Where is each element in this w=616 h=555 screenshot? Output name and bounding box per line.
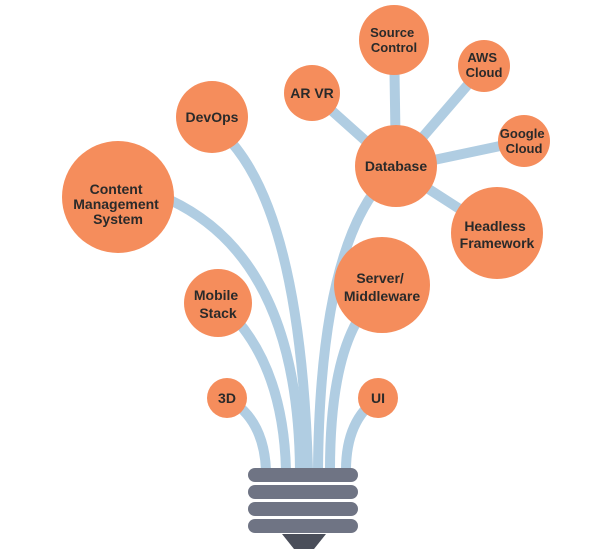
node-google-cloud-line2: Cloud bbox=[506, 141, 543, 156]
node-aws-cloud-line2: Cloud bbox=[466, 65, 503, 80]
node-google-cloud-circle bbox=[498, 115, 550, 167]
node-ar-vr-line1: AR VR bbox=[290, 85, 334, 101]
node-database: Database bbox=[355, 125, 437, 207]
node-source-control: Source Control bbox=[359, 5, 429, 75]
bulb-ring-1 bbox=[248, 468, 358, 482]
bulb-ring-2 bbox=[248, 485, 358, 499]
node-headless-label: Headless Framework bbox=[460, 218, 535, 251]
node-google-cloud-label: Google Cloud bbox=[500, 126, 548, 156]
node-cms-circle bbox=[62, 141, 174, 253]
node-ui: UI bbox=[358, 378, 398, 418]
node-ar-vr-circle bbox=[284, 65, 340, 121]
stem-cms bbox=[165, 195, 305, 475]
node-source-control-line1: Source bbox=[370, 25, 414, 40]
node-google-cloud-line1: Google bbox=[500, 126, 545, 141]
node-aws-cloud-label: AWS Cloud bbox=[466, 50, 503, 80]
node-devops: DevOps bbox=[176, 81, 248, 153]
node-headless: Headless Framework bbox=[451, 187, 543, 279]
bulb-ring-3 bbox=[248, 502, 358, 516]
node-headless-circle bbox=[451, 187, 543, 279]
bulb-ring-4 bbox=[248, 519, 358, 533]
bulb-base bbox=[248, 468, 358, 549]
node-aws-cloud-line1: AWS bbox=[467, 50, 497, 65]
node-devops-circle bbox=[176, 81, 248, 153]
node-database-label: Database bbox=[365, 158, 427, 174]
node-ui-label: UI bbox=[371, 390, 385, 406]
node-ui-line1: UI bbox=[371, 390, 385, 406]
node-server: Server/ Middleware bbox=[334, 237, 430, 333]
node-cms-label: Content Management System bbox=[73, 181, 162, 227]
node-source-control-circle bbox=[359, 5, 429, 75]
node-cms-line2: Management bbox=[73, 196, 159, 212]
node-ar-vr-label: AR VR bbox=[290, 85, 334, 101]
node-ui-circle bbox=[358, 378, 398, 418]
node-mobile-label: Mobile Stack bbox=[194, 287, 242, 321]
node-devops-label: DevOps bbox=[186, 109, 239, 125]
node-ar-vr: AR VR bbox=[284, 65, 340, 121]
node-devops-line1: DevOps bbox=[186, 109, 239, 125]
node-source-control-label: Source Control bbox=[370, 25, 418, 55]
stem-devops bbox=[207, 119, 313, 475]
node-mobile: Mobile Stack bbox=[184, 269, 252, 337]
node-cms-line3: System bbox=[93, 211, 143, 227]
node-3d-label: 3D bbox=[218, 390, 236, 406]
node-database-line1: Database bbox=[365, 158, 427, 174]
node-headless-line2: Framework bbox=[460, 235, 535, 251]
node-mobile-line1: Mobile bbox=[194, 287, 239, 303]
bulb-tip bbox=[282, 534, 326, 549]
node-mobile-circle bbox=[184, 269, 252, 337]
node-server-line2: Middleware bbox=[344, 288, 420, 304]
node-aws-cloud-circle bbox=[458, 40, 510, 92]
node-cms-line1: Content bbox=[90, 181, 143, 197]
node-server-line1: Server/ bbox=[356, 270, 404, 286]
node-3d: 3D bbox=[207, 378, 247, 418]
node-3d-line1: 3D bbox=[218, 390, 236, 406]
node-aws-cloud: AWS Cloud bbox=[458, 40, 510, 92]
node-server-label: Server/ Middleware bbox=[344, 270, 420, 304]
stem-3d bbox=[231, 399, 271, 475]
node-mobile-line2: Stack bbox=[199, 305, 237, 321]
node-3d-circle bbox=[207, 378, 247, 418]
node-headless-line1: Headless bbox=[464, 218, 526, 234]
node-google-cloud: Google Cloud bbox=[498, 115, 550, 167]
node-cms: Content Management System bbox=[62, 141, 174, 253]
node-source-control-line2: Control bbox=[371, 40, 417, 55]
node-database-circle bbox=[355, 125, 437, 207]
node-server-circle bbox=[334, 237, 430, 333]
